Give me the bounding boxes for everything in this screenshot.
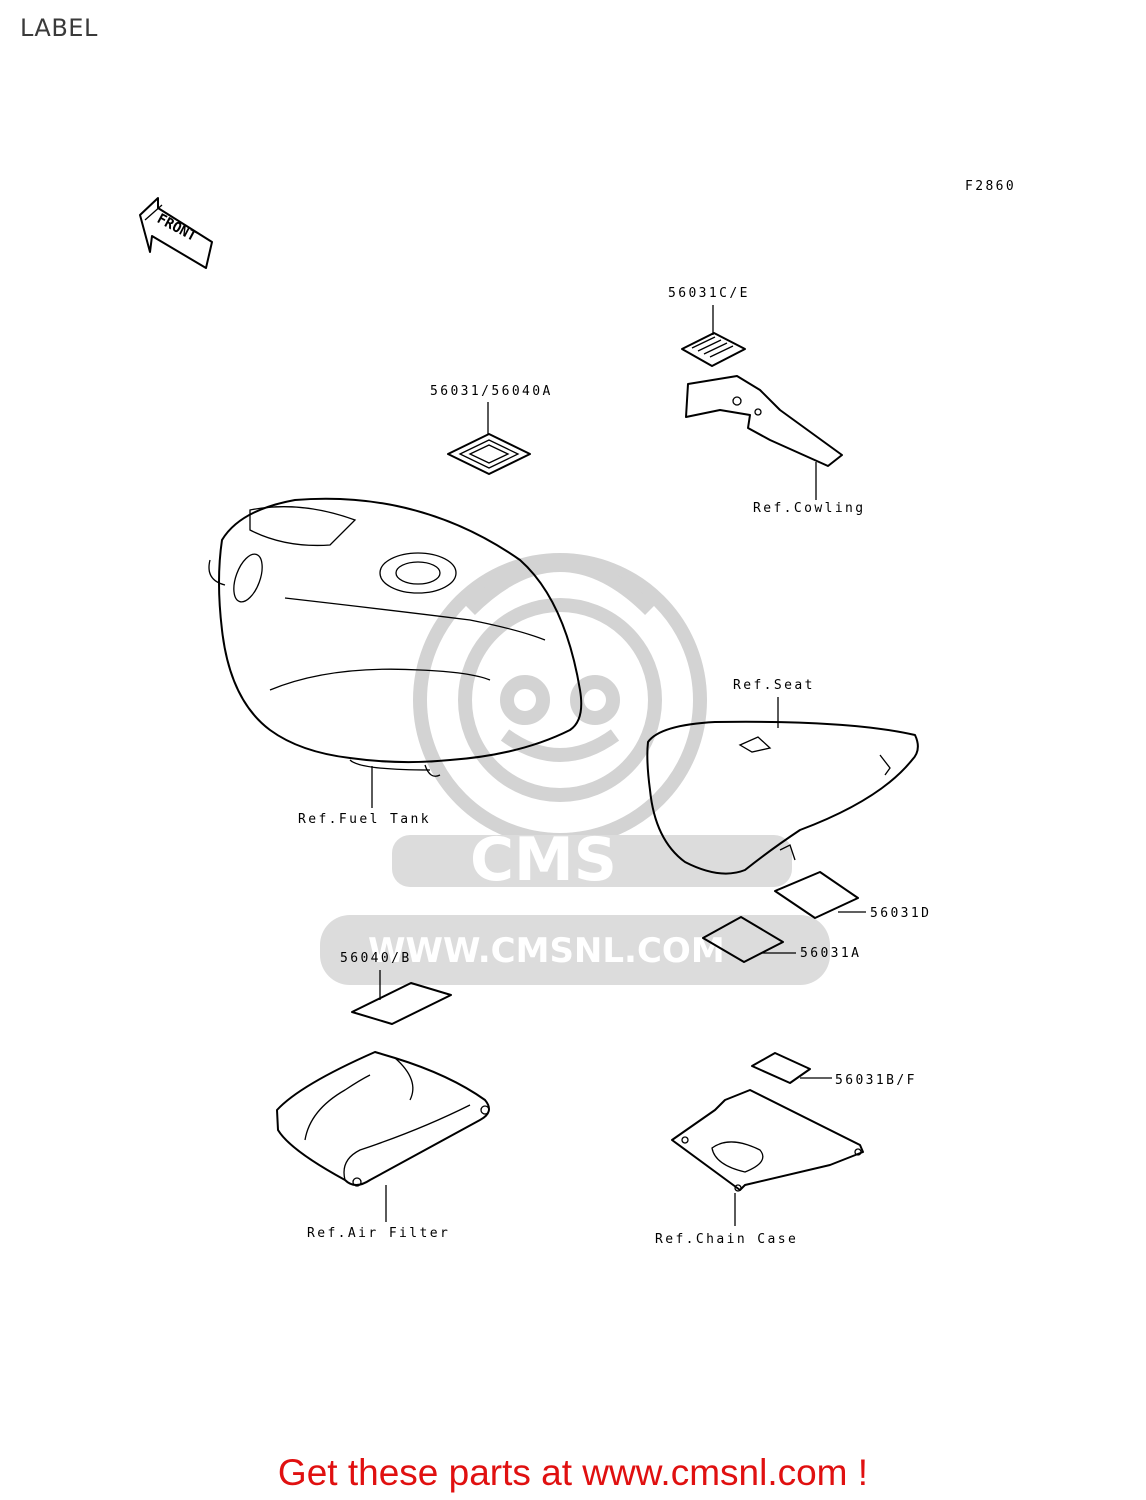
fuel-tank: Ref.Fuel Tank — [208, 497, 583, 827]
label-56031d: 56031D — [870, 906, 931, 921]
label-ref-air-filter: Ref.Air Filter — [307, 1226, 450, 1241]
label-ref-cowling: Ref.Cowling — [753, 501, 866, 516]
cms-watermark: CMS WWW.CMSNL.COM — [320, 553, 830, 985]
footer-link-text[interactable]: Get these parts at www.cmsnl.com ! — [277, 1452, 869, 1493]
parts-diagram: CMS WWW.CMSNL.COM F2860 FRONT 56031C/E R… — [139, 179, 1016, 1247]
label-56031-56040a-group: 56031/56040A — [430, 384, 553, 475]
label-ref-seat: Ref.Seat — [733, 678, 815, 693]
label-ref-chain-case: Ref.Chain Case — [655, 1232, 798, 1247]
front-arrow-label: FRONT — [154, 211, 199, 245]
label-56031d-group: 56031D — [774, 871, 931, 921]
air-filter: Ref.Air Filter — [276, 1051, 490, 1241]
label-56031ce: 56031C/E — [668, 286, 750, 301]
cowling-assembly: 56031C/E Ref.Cowling — [668, 286, 866, 516]
watermark-url: WWW.CMSNL.COM — [368, 931, 725, 971]
label-56040b-group: 56040/B — [340, 951, 452, 1025]
figure-code: F2860 — [965, 179, 1016, 194]
label-56031a: 56031A — [800, 946, 861, 961]
label-56031a-group: 56031A — [702, 916, 861, 963]
label-56031-56040a: 56031/56040A — [430, 384, 553, 399]
label-ref-fuel-tank: Ref.Fuel Tank — [298, 812, 431, 827]
label-56040b: 56040/B — [340, 951, 412, 966]
seat: Ref.Seat — [646, 678, 919, 875]
page-title: LABEL — [20, 14, 98, 42]
label-56031bf: 56031B/F — [835, 1073, 917, 1088]
front-arrow: FRONT — [139, 197, 213, 269]
chain-case: 56031B/F Ref.Chain Case — [655, 1052, 917, 1247]
watermark-brand: CMS — [470, 825, 617, 895]
